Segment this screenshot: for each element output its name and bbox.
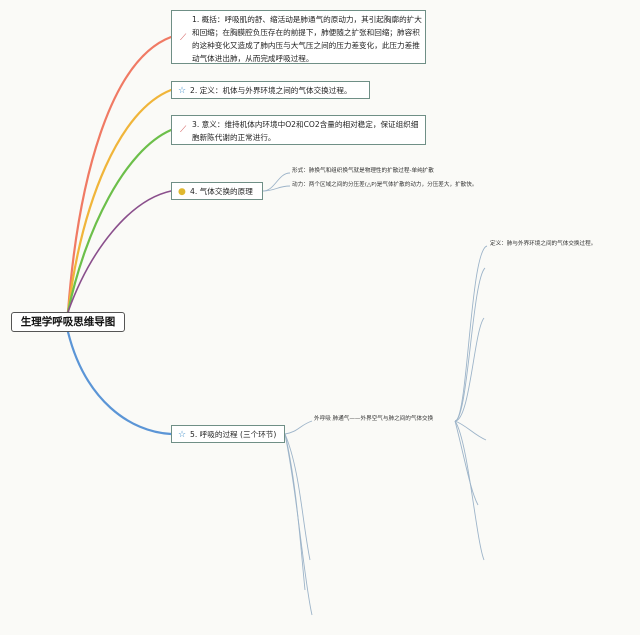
lightbulb-icon: ●: [178, 187, 186, 197]
topic-definition[interactable]: ☆ 2. 定义：机体与外界环境之间的气体交换过程。: [171, 81, 370, 99]
connector-gas-exchange: [67, 190, 172, 313]
connector-process: [66, 330, 173, 436]
root-topic[interactable]: 生理学呼吸思维导图: [11, 312, 125, 332]
topic-gas-exchange-text: 4. 气体交换的原理: [190, 187, 253, 196]
connector-gas-power: [262, 185, 291, 192]
connector-meaning: [66, 128, 173, 314]
link-icon: ⟋: [180, 125, 187, 135]
subtopic-ventilation-definition[interactable]: 定义：肺与外界环境之间的气体交换过程。: [490, 241, 597, 247]
topic-definition-text: 2. 定义：机体与外界环境之间的气体交换过程。: [190, 86, 352, 95]
star-icon: ☆: [178, 86, 187, 96]
external-respiration-fan: [454, 245, 488, 561]
topic-summary-text: 1. 概括：呼吸肌的舒、缩活动是肺通气的原动力，其引起胸廓的扩大和回缩；在胸膜腔…: [192, 15, 422, 63]
topic-gas-exchange[interactable]: ● 4. 气体交换的原理: [171, 182, 263, 200]
subtopic-gas-form[interactable]: 形式：肺换气和组织换气就是物理性的扩散过程-单纯扩散: [292, 168, 434, 174]
topic-process[interactable]: ☆ 5. 呼吸的过程 (三个环节): [171, 425, 285, 443]
topic-meaning[interactable]: ⟋ 3. 意义：维持机体内环境中O2和CO2含量的相对稳定，保证组织细胞新陈代谢…: [171, 115, 426, 145]
connector-summary: [66, 35, 173, 314]
process-fan: [284, 420, 313, 616]
topic-process-text: 5. 呼吸的过程 (三个环节): [190, 430, 277, 439]
subtopic-external-respiration[interactable]: 外呼吸 肺通气——外界空气与肺之间的气体交换: [314, 416, 434, 422]
connector-definition: [66, 88, 173, 314]
link-icon: ⟋: [180, 33, 187, 43]
topic-summary[interactable]: ⟋ 1. 概括：呼吸肌的舒、缩活动是肺通气的原动力，其引起胸廓的扩大和回缩；在胸…: [171, 10, 426, 64]
subtopic-gas-power[interactable]: 动力：两个区域之间的分压差(△P)是气体扩散的动力，分压差大，扩散快。: [292, 182, 478, 188]
star-icon: ☆: [178, 430, 187, 440]
topic-meaning-text: 3. 意义：维持机体内环境中O2和CO2含量的相对稳定，保证组织细胞新陈代谢的正…: [192, 120, 419, 142]
